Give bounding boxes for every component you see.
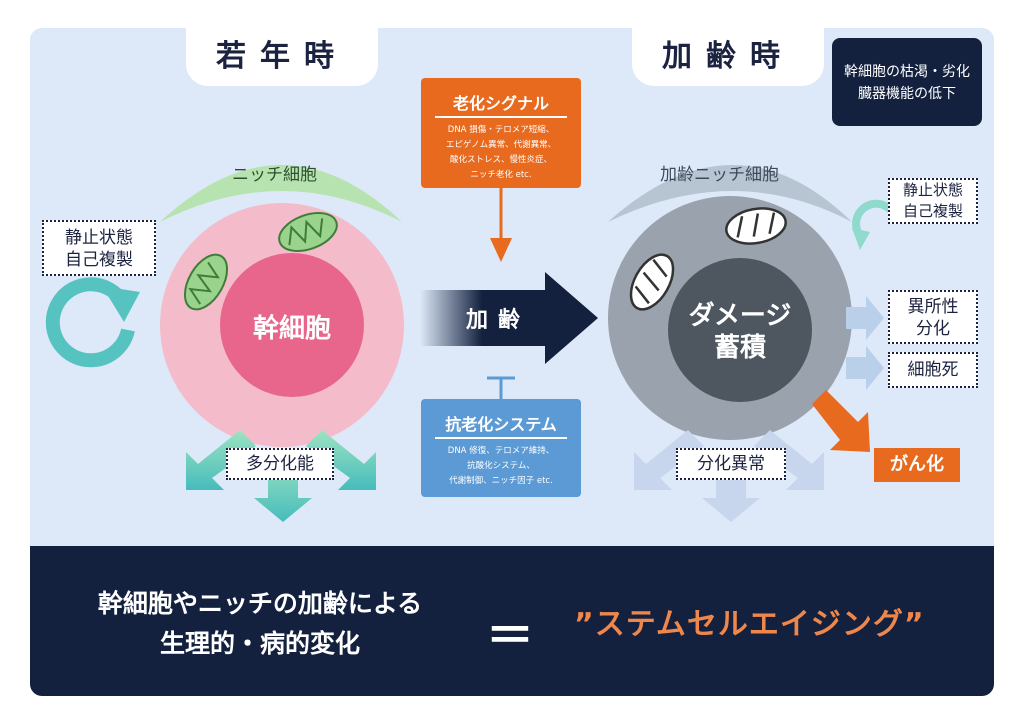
- bottom-banner: [30, 546, 994, 696]
- mitochondria-young-2: [183, 253, 229, 311]
- aging-arrow-label: 加齢: [466, 308, 531, 333]
- young-niche-crescent: [160, 165, 402, 222]
- cancer-box: がん化: [874, 448, 960, 482]
- tab-aged: 加齢時: [632, 28, 824, 86]
- aging-signal-box: 老化シグナル DNA 損傷・テロメア短縮、 エピゲノム異常、代謝異常、 酸化スト…: [421, 78, 581, 188]
- mitochondria-young-1: [278, 212, 338, 252]
- young-cycle-arrow: [45, 277, 140, 368]
- damage-label: ダメージ 蓄積: [688, 301, 792, 363]
- inhibition-bar: [487, 376, 515, 399]
- multipotency-box: 多分化能: [226, 448, 334, 480]
- aging-signal-text: DNA 損傷・テロメア短縮、 エピゲノム異常、代謝異常、 酸化ストレス、慢性炎症…: [445, 125, 557, 180]
- bottom-left-text: 幹細胞やニッチの加齢による 生理的・病的変化: [97, 589, 423, 658]
- stem-cell-label: 幹細胞: [252, 314, 331, 344]
- mitochondria-aged-1: [725, 207, 787, 245]
- ectopic-arrows: [846, 296, 884, 390]
- damaged-nucleus: [668, 258, 812, 402]
- cancer-arrow: [812, 390, 870, 452]
- aged-niche-label: 加齢ニッチ細胞: [660, 165, 779, 185]
- stem-cell-aging-text: ”ステムセルエイジング”: [574, 607, 925, 642]
- ectopic-box: 異所性 分化: [888, 290, 978, 344]
- aging-arrow: [420, 272, 598, 364]
- anti-aging-text: DNA 修復、テロメア維持、 抗酸化システム、 代謝制御、ニッチ因子 etc.: [447, 446, 555, 486]
- cell-death-box: 細胞死: [888, 352, 978, 388]
- aged-niche-crescent: [608, 165, 852, 222]
- aged-note: 幹細胞の枯渇・劣化 臓器機能の低下: [832, 38, 982, 126]
- stem-cell-nucleus: [220, 253, 364, 397]
- abnormal-diff-box: 分化異常: [676, 448, 786, 480]
- mitochondria-aged-2: [629, 253, 675, 311]
- young-niche-label: ニッチ細胞: [232, 165, 317, 185]
- aging-signal-title: 老化シグナル: [435, 90, 567, 118]
- anti-aging-title: 抗老化システム: [435, 411, 567, 439]
- aged-quiescence-box: 静止状態 自己複製: [888, 178, 978, 224]
- young-quiescence-box: 静止状態 自己複製: [42, 220, 156, 276]
- anti-aging-box: 抗老化システム DNA 修復、テロメア維持、 抗酸化システム、 代謝制御、ニッチ…: [421, 399, 581, 497]
- signal-arrow: [490, 188, 512, 262]
- equals-sign: ＝: [486, 608, 535, 664]
- tab-young: 若年時: [186, 28, 378, 86]
